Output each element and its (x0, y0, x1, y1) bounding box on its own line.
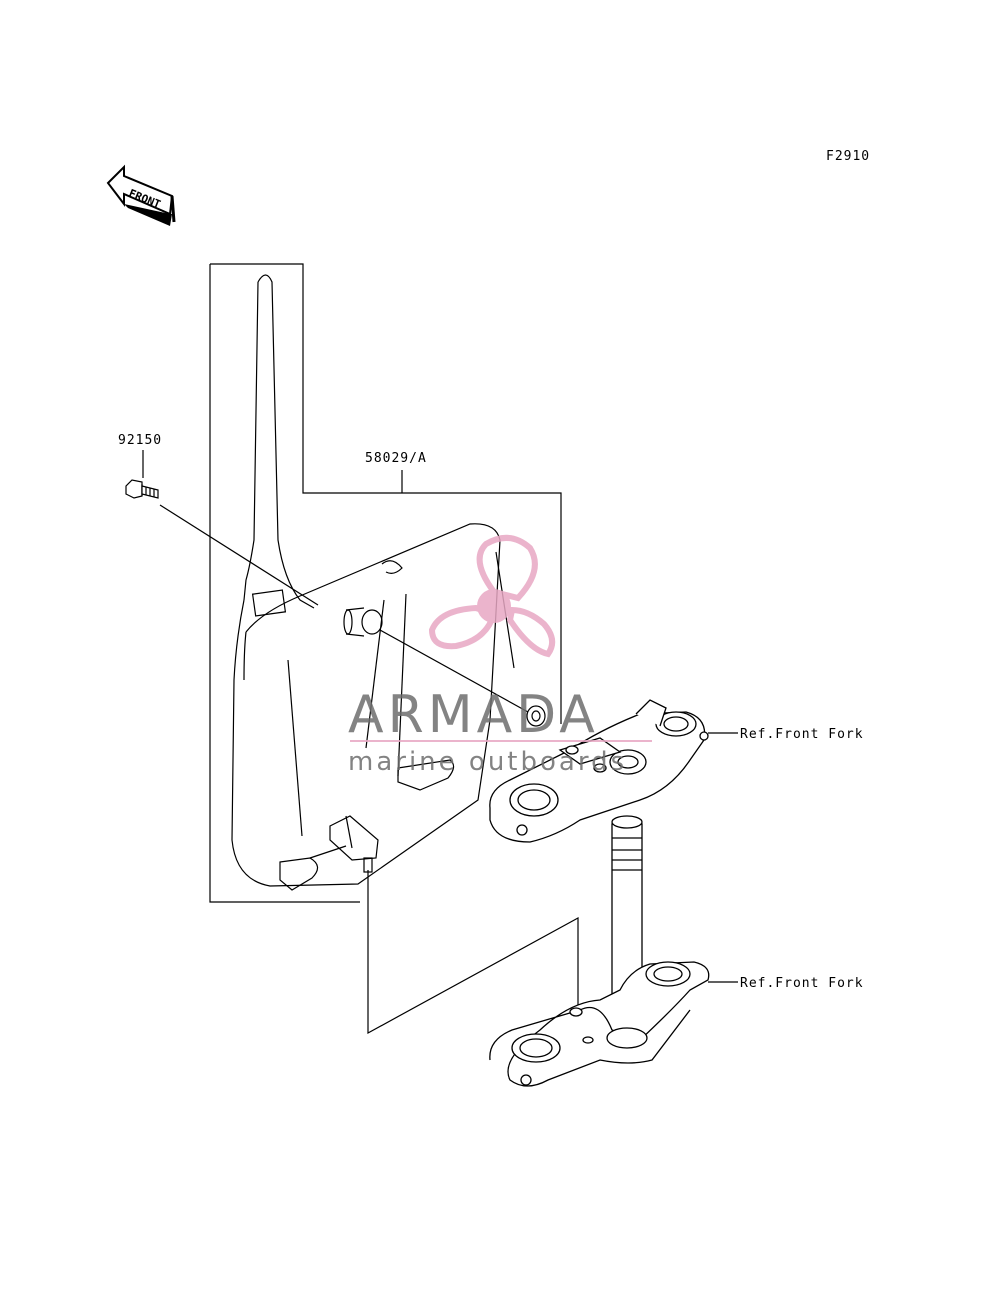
leader-lines (142, 263, 738, 1035)
callout-cowl-part-number[interactable]: 58029/A (365, 451, 427, 466)
upper-triple-clamp[interactable] (489, 699, 709, 843)
watermark-tagline: marine outboards (348, 747, 627, 777)
watermark-brand: ARMADA (348, 685, 599, 745)
diagram-code: F2910 (826, 149, 870, 164)
lower-triple-clamp[interactable] (489, 961, 710, 1087)
ref-front-fork-lower-label[interactable]: Ref.Front Fork (740, 976, 864, 991)
front-arrow-icon: FRONT (106, 164, 176, 226)
cowl-number-plate[interactable] (231, 274, 546, 891)
propeller-hub-icon (477, 589, 511, 623)
watermark-logo: ARMADA marine outboards (348, 535, 652, 777)
callout-bolt-part-number[interactable]: 92150 (118, 433, 162, 448)
ref-front-fork-upper-label[interactable]: Ref.Front Fork (740, 727, 864, 742)
propeller-icon (428, 535, 556, 658)
bolt-icon (125, 479, 159, 499)
